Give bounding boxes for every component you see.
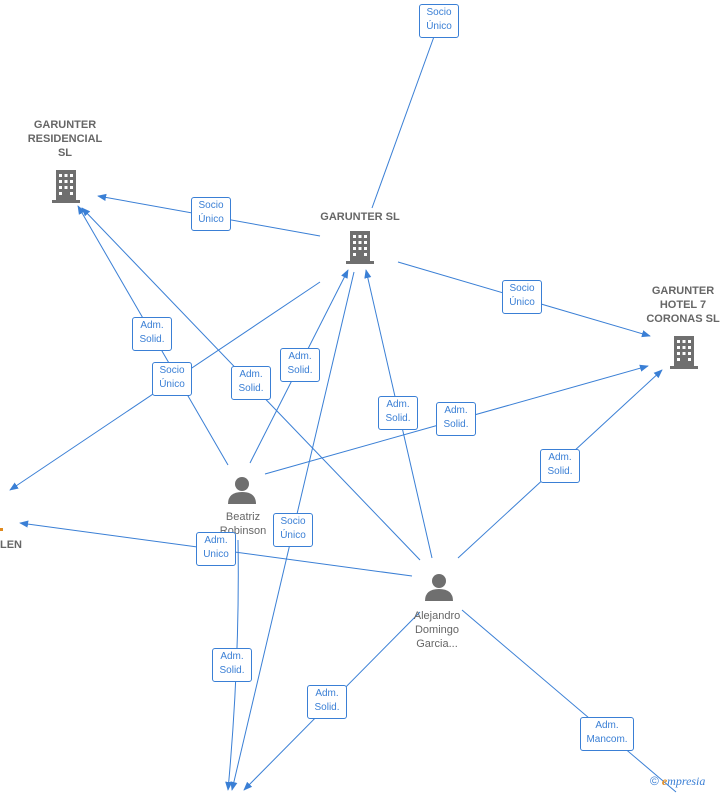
edge-label-socio-bottom[interactable]: Socio Único: [273, 513, 313, 547]
node-garunter-hotel-label[interactable]: GARUNTER HOTEL 7 CORONAS SL: [646, 285, 720, 325]
edge-label-alej-bottom[interactable]: Adm. Solid.: [307, 685, 347, 719]
brand-e: e: [661, 774, 668, 788]
edge-label-beatriz-bottom[interactable]: Adm. Solid.: [212, 648, 252, 682]
edge-label-res-socio[interactable]: Socio Único: [191, 197, 231, 231]
edge-label-alej-res[interactable]: Adm. Solid.: [231, 366, 271, 400]
brand-rest: mpresia: [667, 774, 706, 788]
edge-label-adm-unico[interactable]: Adm. Unico: [196, 532, 236, 566]
building-icon: [346, 231, 374, 264]
node-garunter-residencial-label[interactable]: GARUNTER RESIDENCIAL SL: [27, 119, 103, 159]
node-alejandro-label[interactable]: Alejandro Domingo Garcia...: [413, 610, 461, 650]
edge-label-beatriz-res[interactable]: Adm. Solid.: [132, 317, 172, 351]
building-icon: [670, 336, 698, 369]
building-icon: [52, 170, 80, 203]
node-garunter-sl-label[interactable]: GARUNTER SL: [320, 211, 400, 223]
person-icon: [228, 477, 256, 504]
edge-label-alej-mancom[interactable]: Adm. Mancom.: [580, 717, 634, 751]
edge-label-hotel-socio[interactable]: Socio Único: [502, 280, 542, 314]
edge-label-socio-left[interactable]: Socio Único: [152, 362, 192, 396]
empresia-watermark: © empresia: [650, 774, 705, 789]
edge-label-beatriz-sl[interactable]: Adm. Solid.: [280, 348, 320, 382]
node-left-partial-label[interactable]: LEN: [0, 539, 22, 551]
edge-label-beatriz-hotel[interactable]: Adm. Solid.: [436, 402, 476, 436]
person-icon: [425, 574, 453, 601]
edge-label-top-socio[interactable]: Socio Único: [419, 4, 459, 38]
edge-top-to-garunter-sl: [371, 19, 441, 209]
edge-alejandro-mancom: [461, 609, 677, 793]
edge-label-alej-sl[interactable]: Adm. Solid.: [378, 396, 418, 430]
copyright-symbol: ©: [650, 774, 659, 788]
edge-label-alej-hotel[interactable]: Adm. Solid.: [540, 449, 580, 483]
partial-node-marker: [0, 528, 3, 531]
